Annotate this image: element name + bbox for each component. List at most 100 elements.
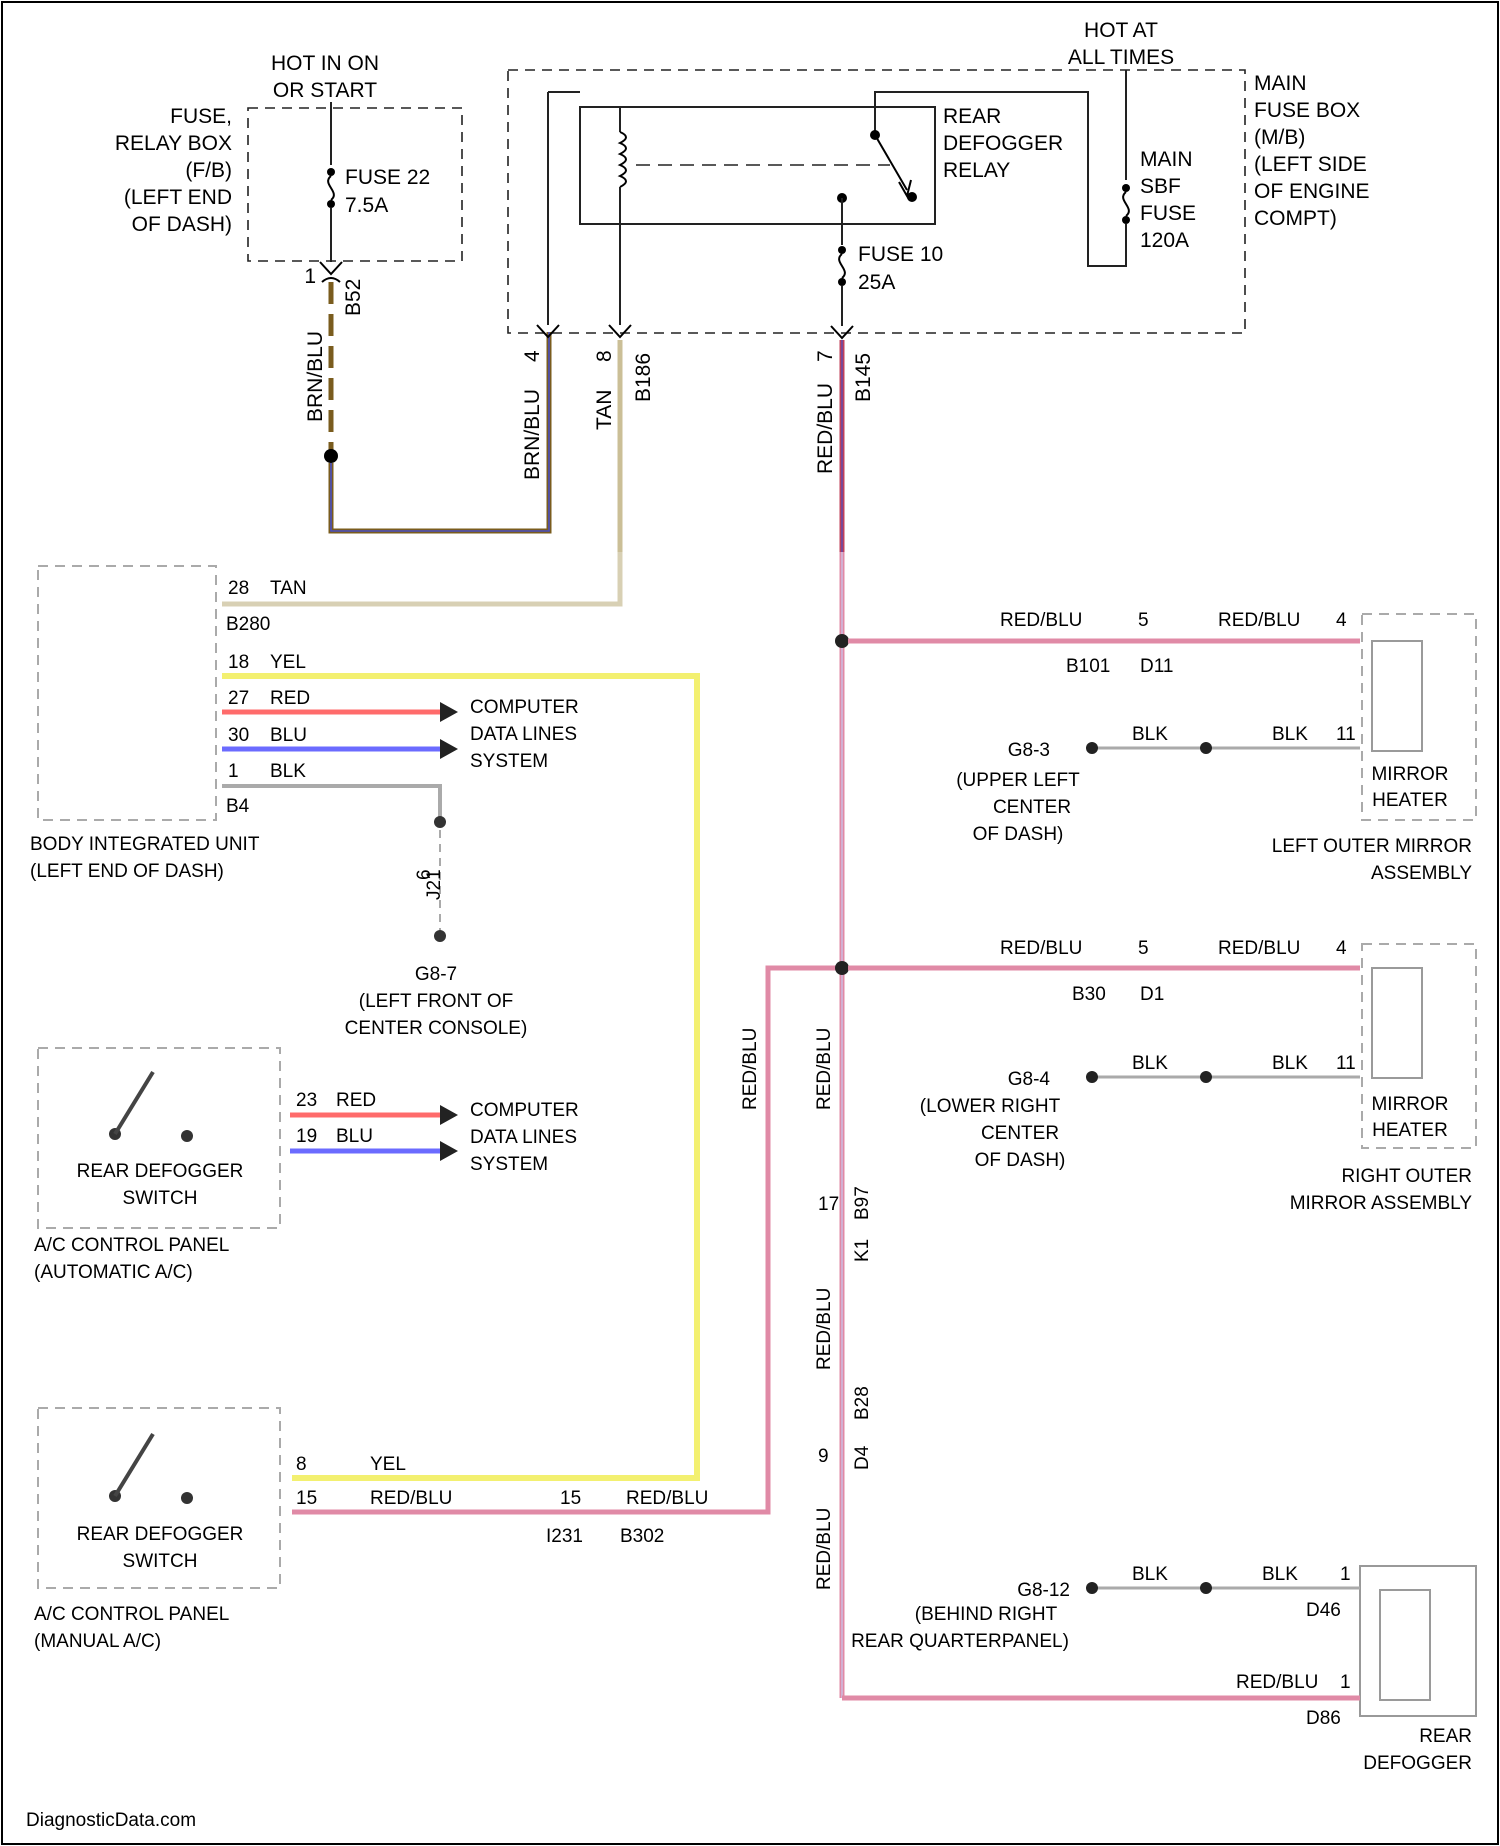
ac-auto-switch-label-2: SWITCH bbox=[123, 1188, 198, 1209]
mb-label-line3: (M/B) bbox=[1254, 126, 1305, 149]
rm-ground-color-1: BLK bbox=[1132, 1053, 1168, 1074]
rd-ground-loc-1: (BEHIND RIGHT bbox=[915, 1604, 1058, 1625]
sbf-top-terminal bbox=[1122, 184, 1130, 192]
biu-ground-conn: J21 bbox=[424, 869, 445, 900]
biu-conn-b280: B280 bbox=[226, 614, 270, 635]
g87-loc-2: CENTER CONSOLE) bbox=[345, 1018, 528, 1039]
lm-ground-loc-1: (UPPER LEFT bbox=[956, 770, 1080, 791]
rd-ground-color-2: BLK bbox=[1262, 1564, 1298, 1585]
g87-id: G8-7 bbox=[415, 964, 457, 985]
fuse10-bottom-terminal bbox=[838, 278, 846, 286]
sbf-label-line2: SBF bbox=[1140, 175, 1181, 198]
ac-auto-red-arrow bbox=[440, 1105, 458, 1125]
relay-switch-blade bbox=[875, 135, 907, 190]
relay-label-line1: REAR bbox=[943, 105, 1001, 128]
ac-manual-inline-color: RED/BLU bbox=[626, 1488, 708, 1509]
biu-pin30-color: BLU bbox=[270, 725, 307, 746]
ac-manual-pin8-color: YEL bbox=[370, 1454, 406, 1475]
mb-label-line1: MAIN bbox=[1254, 72, 1307, 95]
fuse10-symbol bbox=[839, 254, 845, 278]
lm-inline-pin: 5 bbox=[1138, 610, 1149, 631]
vconn2-c1: B28 bbox=[852, 1386, 873, 1420]
ac-auto-switch-label-1: REAR DEFOGGER bbox=[77, 1161, 244, 1182]
ac-manual-pin15: 15 bbox=[296, 1488, 317, 1509]
biu-pin1: 1 bbox=[228, 761, 239, 782]
hot-on-start-line1: HOT IN ON bbox=[271, 52, 379, 75]
lm-heater-label-1: MIRROR bbox=[1371, 764, 1448, 785]
hot-all-times-line1: HOT AT bbox=[1084, 19, 1158, 42]
fb-label-line1: FUSE, bbox=[170, 105, 232, 128]
lm-ground-splice bbox=[1200, 742, 1212, 754]
wire-tan-label: TAN bbox=[593, 390, 616, 430]
vconn1-pin: 17 bbox=[818, 1194, 839, 1215]
rm-ground-id: G8-4 bbox=[1008, 1069, 1051, 1090]
lm-ground-color-2: BLK bbox=[1272, 724, 1308, 745]
mb-label-line6: COMPT) bbox=[1254, 207, 1337, 230]
unused2 bbox=[548, 92, 580, 325]
relay-coil-symbol bbox=[620, 132, 626, 187]
mb-label-line2: FUSE BOX bbox=[1254, 99, 1360, 122]
g87-loc-1: (LEFT FRONT OF bbox=[359, 991, 513, 1012]
vconn1-c1: B97 bbox=[852, 1186, 873, 1220]
left-mirror-label-1: LEFT OUTER MIRROR bbox=[1272, 836, 1472, 857]
rm-inline-pin: 5 bbox=[1138, 938, 1149, 959]
fb-label-line2: RELAY BOX bbox=[115, 132, 232, 155]
wire-brn-blu-label-right: BRN/BLU bbox=[521, 389, 544, 480]
lower-circuit-section: 28 TAN B280 18 YEL 27 RED 30 BLU COMPUTE… bbox=[26, 552, 1476, 1831]
right-mirror-box bbox=[1362, 944, 1476, 1148]
lm-feed-color-1: RED/BLU bbox=[1000, 610, 1082, 631]
ac-auto-computer-1: COMPUTER bbox=[470, 1100, 579, 1121]
vconn2-pin: 9 bbox=[818, 1446, 829, 1467]
b52-connector-label: B52 bbox=[342, 279, 365, 316]
ac-auto-switch-blade bbox=[115, 1072, 153, 1134]
rd-ground-loc-2: REAR QUARTERPANEL) bbox=[851, 1631, 1069, 1652]
hot-on-start-line2: OR START bbox=[273, 79, 377, 102]
rm-feed-color-1: RED/BLU bbox=[1000, 938, 1082, 959]
sbf-label-line3: FUSE bbox=[1140, 202, 1196, 225]
sbf-bottom-terminal bbox=[1122, 216, 1130, 224]
ac-auto-label-1: A/C CONTROL PANEL bbox=[34, 1235, 229, 1256]
wire-brn-blu-stripe bbox=[331, 332, 549, 531]
rm-mirror-pin: 4 bbox=[1336, 938, 1347, 959]
right-mirror-heater-element bbox=[1372, 968, 1422, 1078]
ac-manual-inline-c1: I231 bbox=[546, 1526, 583, 1547]
rm-ground-splice bbox=[1200, 1071, 1212, 1083]
unused bbox=[548, 92, 875, 150]
right-mirror-label-2: MIRROR ASSEMBLY bbox=[1290, 1193, 1473, 1214]
ac-manual-switch-contact-b bbox=[181, 1492, 193, 1504]
rd-ground-conn: D46 bbox=[1306, 1600, 1341, 1621]
trunk-label-2: RED/BLU bbox=[814, 1288, 835, 1370]
relay-label-line2: DEFOGGER bbox=[943, 132, 1063, 155]
lm-ground-color-1: BLK bbox=[1132, 724, 1168, 745]
rd-ground-color-1: BLK bbox=[1132, 1564, 1168, 1585]
fuse10-label: FUSE 10 bbox=[858, 243, 943, 266]
ac-manual-pin15-color: RED/BLU bbox=[370, 1488, 452, 1509]
rear-defogger-label-2: DEFOGGER bbox=[1363, 1753, 1472, 1774]
b52-pin: 1 bbox=[304, 265, 316, 288]
biu-pin30: 30 bbox=[228, 725, 249, 746]
relay-label-line3: RELAY bbox=[943, 159, 1010, 182]
b145-pin7-symbol bbox=[831, 326, 853, 338]
ac-manual-inline-c2: B302 bbox=[620, 1526, 664, 1547]
lm-ground-id: G8-3 bbox=[1008, 740, 1050, 761]
biu-computer-lines-1: COMPUTER bbox=[470, 697, 579, 718]
ac-manual-switch-label-2: SWITCH bbox=[123, 1551, 198, 1572]
splice-left-mirror bbox=[835, 634, 849, 648]
hot-all-times-line2: ALL TIMES bbox=[1068, 46, 1174, 69]
rm-ground-color-2: BLK bbox=[1272, 1053, 1308, 1074]
ac-auto-pin23: 23 bbox=[296, 1090, 317, 1111]
fuse10-rating: 25A bbox=[858, 271, 895, 294]
rm-ground-loc-2: CENTER bbox=[981, 1123, 1059, 1144]
pin4-label: 4 bbox=[521, 350, 544, 362]
ac-auto-computer-3: SYSTEM bbox=[470, 1154, 548, 1175]
fuse10-top-terminal bbox=[838, 246, 846, 254]
wire-brn-blu-label-left: BRN/BLU bbox=[304, 331, 327, 422]
b186-pin8-symbol bbox=[609, 325, 631, 337]
biu-conn-b4: B4 bbox=[226, 796, 250, 817]
mb-label-line5: OF ENGINE bbox=[1254, 180, 1370, 203]
biu-pin27-color: RED bbox=[270, 688, 310, 709]
lm-heater-label-2: HEATER bbox=[1372, 790, 1448, 811]
lm-inline-c1: B101 bbox=[1066, 656, 1110, 677]
biu-label-1: BODY INTEGRATED UNIT bbox=[30, 834, 260, 855]
vconn1-c2: K1 bbox=[852, 1239, 873, 1262]
